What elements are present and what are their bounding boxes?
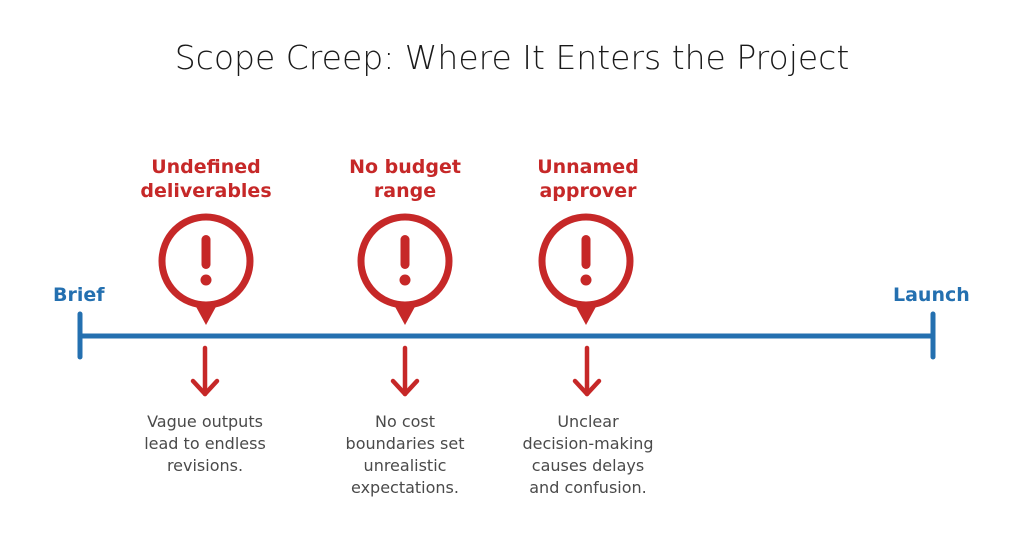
down-arrow-icon [572,345,602,397]
timeline-axis [77,311,936,360]
risk-title-line: No budget [349,156,461,178]
risk-description-line: revisions. [166,456,244,475]
down-arrow-icon [190,345,220,397]
exclamation-pin-icon [158,213,254,325]
risk-title: Undefined deliverables [116,155,296,203]
risk-title: Unnamed approver [498,155,678,203]
risk-description-line: unrealistic [363,456,447,475]
risk-description-line: causes delays [531,456,645,475]
down-arrow-icon [390,345,420,397]
diagram-title: Scope Creep: Where It Enters the Project [174,38,850,77]
risk-description-line: lead to endless [144,434,266,453]
risk-title-line: Unnamed [537,156,639,178]
risk-description-line: Unclear [557,412,619,431]
risk-description-line: decision-making [522,434,654,453]
risk-title-line: range [373,180,437,202]
risk-title-line: Undefined [151,156,261,178]
risk-description: No cost boundaries set unrealistic expec… [310,411,500,499]
exclamation-pin-icon [538,213,634,325]
risk-description-line: No cost [374,412,436,431]
risk-description-line: and confusion. [529,478,647,497]
exclamation-pin-icon [357,213,453,325]
risk-description-line: Vague outputs [147,412,263,431]
risk-description: Unclear decision-making causes delays an… [493,411,683,499]
risk-title-line: deliverables [140,180,272,202]
end-label: Launch [893,284,970,306]
risk-title: No budget range [315,155,495,203]
start-label: Brief [53,284,105,306]
risk-description-line: boundaries set [345,434,465,453]
risk-description-line: expectations. [351,478,459,497]
risk-title-line: approver [539,180,637,202]
risk-description: Vague outputs lead to endless revisions. [110,411,300,477]
